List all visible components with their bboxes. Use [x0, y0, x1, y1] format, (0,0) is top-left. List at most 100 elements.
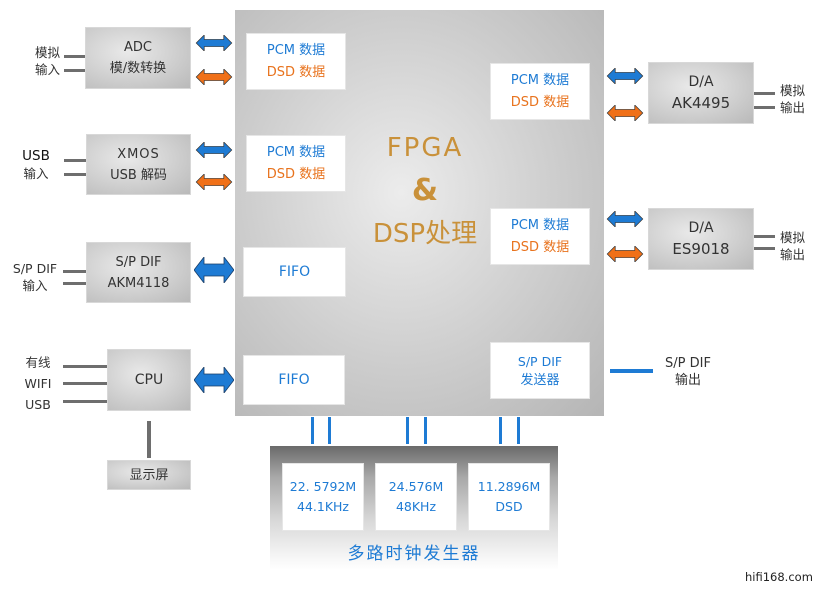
display-block: 显示屏 [107, 460, 191, 490]
spdif-output-line [610, 369, 653, 373]
cpu-input-labels: 有线 WIFI USB [20, 352, 56, 415]
dsd-data-label: DSD 数据 [510, 239, 570, 255]
fpga-fifo-spdif: FIFO [243, 247, 346, 297]
spdif-tx-line1: S/P DIF [517, 353, 563, 369]
spdif-receiver-block: S/P DIF AKM4118 [86, 242, 191, 303]
clock-line [424, 417, 427, 444]
spdif-input-label-1: S/P DIF [12, 261, 58, 276]
analog-output-label-2: 输出 [780, 247, 806, 262]
spdif-output-label-2: 输出 [674, 373, 701, 388]
clock-line [311, 417, 314, 444]
fpga-title: FPGA & DSP处理 [355, 128, 495, 254]
watermark: hifi168.com [745, 570, 813, 584]
spdif-receiver-chip: AKM4118 [107, 275, 170, 291]
analog-input-label-2: 输入 [34, 62, 60, 77]
spdif-tx-line2: 发送器 [520, 372, 560, 388]
pcm-bidirectional-arrow [605, 68, 645, 84]
fpga-port-adc: PCM 数据 DSD 数据 [246, 33, 346, 90]
fpga-spdif-transmitter: S/P DIF 发送器 [490, 342, 590, 399]
dac1-chip: AK4495 [671, 94, 731, 112]
analog-input-label-1: 模拟 [34, 45, 60, 60]
cpu-title: CPU [134, 371, 164, 388]
cpu-display-connector [147, 421, 151, 458]
pcm-bidirectional-arrow [194, 142, 234, 158]
spdif-input-label-2: 输入 [22, 278, 48, 293]
clock-channel-44k: 22. 5792M 44.1KHz [282, 463, 364, 531]
connector-line [63, 365, 107, 368]
dac2-title: D/A [688, 220, 714, 236]
pcm-data-label: PCM 数据 [266, 144, 326, 160]
connector-line [63, 282, 86, 285]
analog-output-label-2: 输出 [780, 100, 806, 115]
dac1-title: D/A [688, 74, 714, 90]
xmos-block: XMOS USB 解码 [86, 134, 191, 195]
clock-freq: 11.2896M [477, 479, 541, 494]
fpga-title-line1: FPGA [386, 133, 464, 163]
xmos-title: XMOS [117, 146, 160, 162]
connector-line [63, 382, 107, 385]
dsd-data-label: DSD 数据 [510, 94, 570, 110]
clock-line [517, 417, 520, 444]
connector-line [754, 235, 775, 238]
pcm-data-label: PCM 数据 [510, 217, 570, 233]
clock-rate: 44.1KHz [297, 499, 349, 514]
analog-output-label-1: 模拟 [780, 230, 806, 245]
analog-output-label: 模拟 输出 [780, 229, 814, 263]
dac2-chip: ES9018 [672, 240, 730, 258]
connector-line [64, 69, 85, 72]
spdif-output-label: S/P DIF 输出 [660, 355, 716, 389]
connector-line [63, 400, 107, 403]
fpga-fifo-cpu: FIFO [243, 355, 345, 405]
connector-line [64, 173, 86, 176]
dsd-data-label: DSD 数据 [266, 64, 326, 80]
clock-rate: DSD [495, 499, 523, 514]
fpga-port-dac1: PCM 数据 DSD 数据 [490, 63, 590, 120]
analog-input-label: 模拟 输入 [22, 44, 60, 78]
dsd-bidirectional-arrow [194, 69, 234, 85]
connector-line [754, 106, 775, 109]
cpu-input-wifi: WIFI [24, 376, 52, 391]
adc-block: ADC 模/数转换 [85, 27, 191, 89]
connector-line [64, 159, 86, 162]
pcm-bidirectional-arrow [605, 211, 645, 227]
clock-freq: 24.576M [388, 479, 444, 494]
dsd-data-label: DSD 数据 [266, 166, 326, 182]
clock-channel-dsd: 11.2896M DSD [468, 463, 550, 531]
fpga-port-dac2: PCM 数据 DSD 数据 [490, 208, 590, 265]
fpga-port-xmos: PCM 数据 DSD 数据 [246, 135, 346, 192]
pcm-bidirectional-arrow [194, 35, 234, 51]
dsd-bidirectional-arrow [194, 174, 234, 190]
dac-es9018-block: D/A ES9018 [648, 208, 754, 270]
clock-line [406, 417, 409, 444]
clock-rate: 48KHz [395, 499, 437, 514]
adc-title: ADC [124, 40, 152, 55]
cpu-block: CPU [107, 349, 191, 411]
clock-line [499, 417, 502, 444]
clock-channel-48k: 24.576M 48KHz [375, 463, 457, 531]
clock-generator-title: 多路时钟发生器 [347, 544, 481, 564]
connector-line [754, 247, 775, 250]
xmos-subtitle: USB 解码 [110, 167, 167, 183]
connector-line [64, 55, 85, 58]
spdif-bidirectional-arrow [194, 257, 234, 283]
usb-input-label-1: USB [22, 148, 50, 164]
dac-ak4495-block: D/A AK4495 [648, 62, 754, 124]
usb-input-label: USB 输入 [18, 148, 54, 182]
dsd-bidirectional-arrow [605, 246, 645, 262]
cpu-input-usb: USB [25, 397, 51, 412]
connector-line [63, 270, 86, 273]
analog-output-label: 模拟 输出 [780, 82, 814, 116]
display-title: 显示屏 [129, 467, 169, 483]
fpga-title-line3: DSP处理 [372, 219, 478, 249]
fifo-label: FIFO [278, 264, 311, 280]
connector-line [754, 92, 775, 95]
clock-line [328, 417, 331, 444]
dsd-bidirectional-arrow [605, 105, 645, 121]
fifo-label: FIFO [278, 372, 310, 388]
clock-freq: 22. 5792M [289, 479, 357, 494]
cpu-input-wired: 有线 [25, 355, 51, 370]
fpga-title-ampersand: & [411, 173, 439, 208]
cpu-bidirectional-arrow [194, 367, 234, 393]
usb-input-label-2: 输入 [23, 166, 49, 181]
spdif-output-label-1: S/P DIF [665, 356, 711, 371]
